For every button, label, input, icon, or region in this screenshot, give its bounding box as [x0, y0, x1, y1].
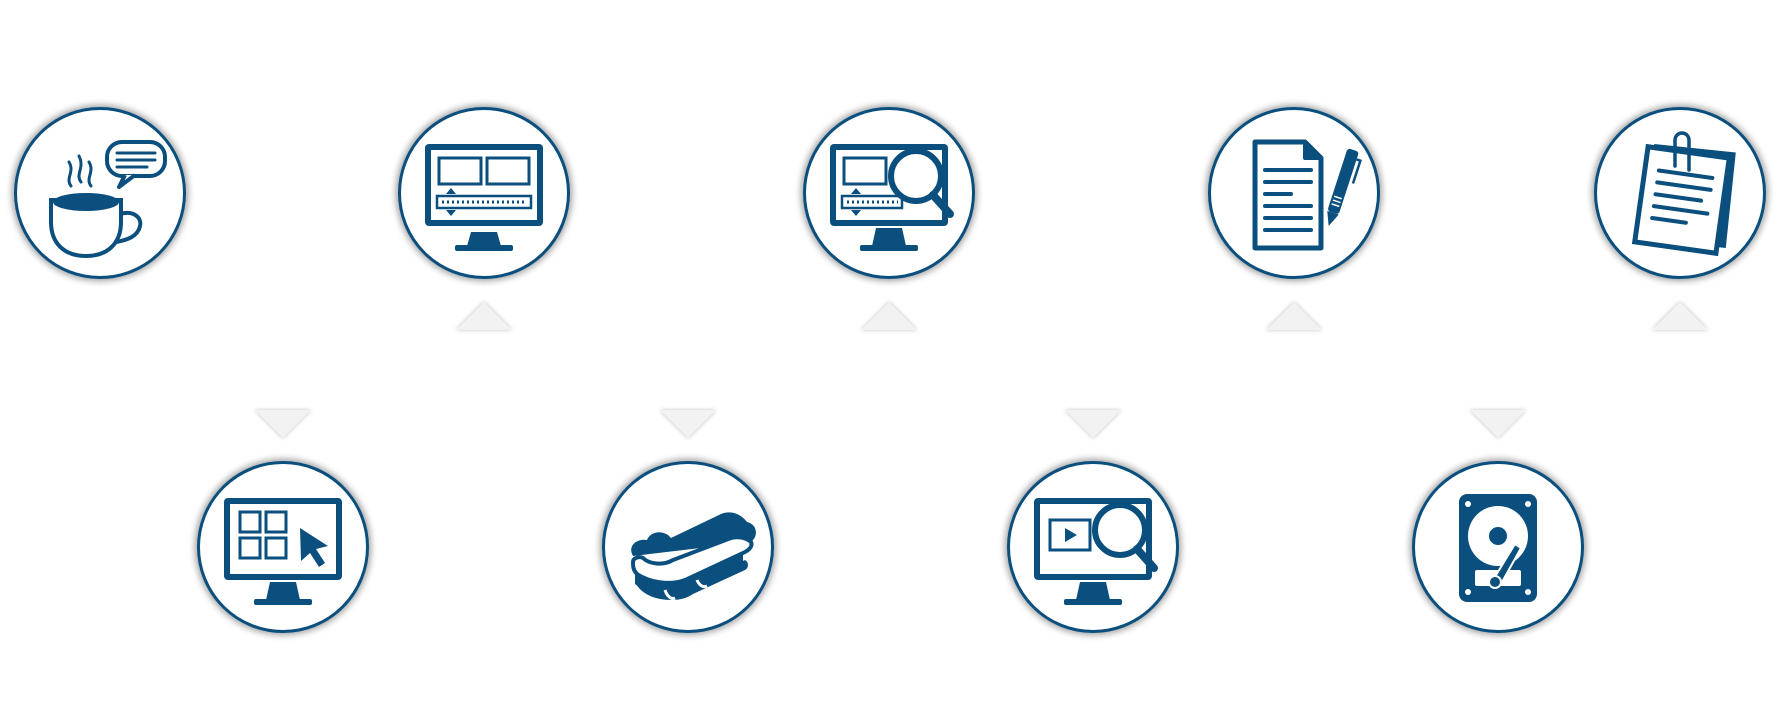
monitor-grid-cursor-icon — [224, 498, 342, 605]
connector-down-arrow — [660, 410, 716, 438]
step-document-writing — [1208, 107, 1380, 279]
connector-down-arrow — [1470, 410, 1526, 438]
sandwich-icon — [630, 512, 756, 600]
step-clipped-papers — [1594, 107, 1766, 279]
coffee-chat-icon — [49, 140, 167, 259]
step-monitor-video-timeline — [398, 107, 570, 279]
hard-drive-icon — [1459, 494, 1537, 602]
step-coffee-chat — [14, 107, 186, 279]
connector-up-arrow — [1266, 302, 1322, 330]
step-sandwich-break — [602, 461, 774, 633]
connector-up-arrow — [456, 302, 512, 330]
connector-down-arrow — [255, 410, 311, 438]
connector-up-arrow — [861, 302, 917, 330]
document-pen-icon — [1252, 139, 1362, 251]
monitor-video-magnifier-icon — [1034, 498, 1158, 605]
step-hard-drive-storage — [1412, 461, 1584, 633]
step-monitor-timeline-search — [803, 107, 975, 279]
monitor-video-timeline-icon — [425, 144, 543, 251]
monitor-timeline-magnifier-icon — [830, 144, 954, 251]
connector-up-arrow — [1652, 302, 1708, 330]
step-monitor-grid-select — [197, 461, 369, 633]
clipped-papers-icon — [1631, 131, 1736, 257]
step-monitor-video-search — [1007, 461, 1179, 633]
connector-down-arrow — [1065, 410, 1121, 438]
